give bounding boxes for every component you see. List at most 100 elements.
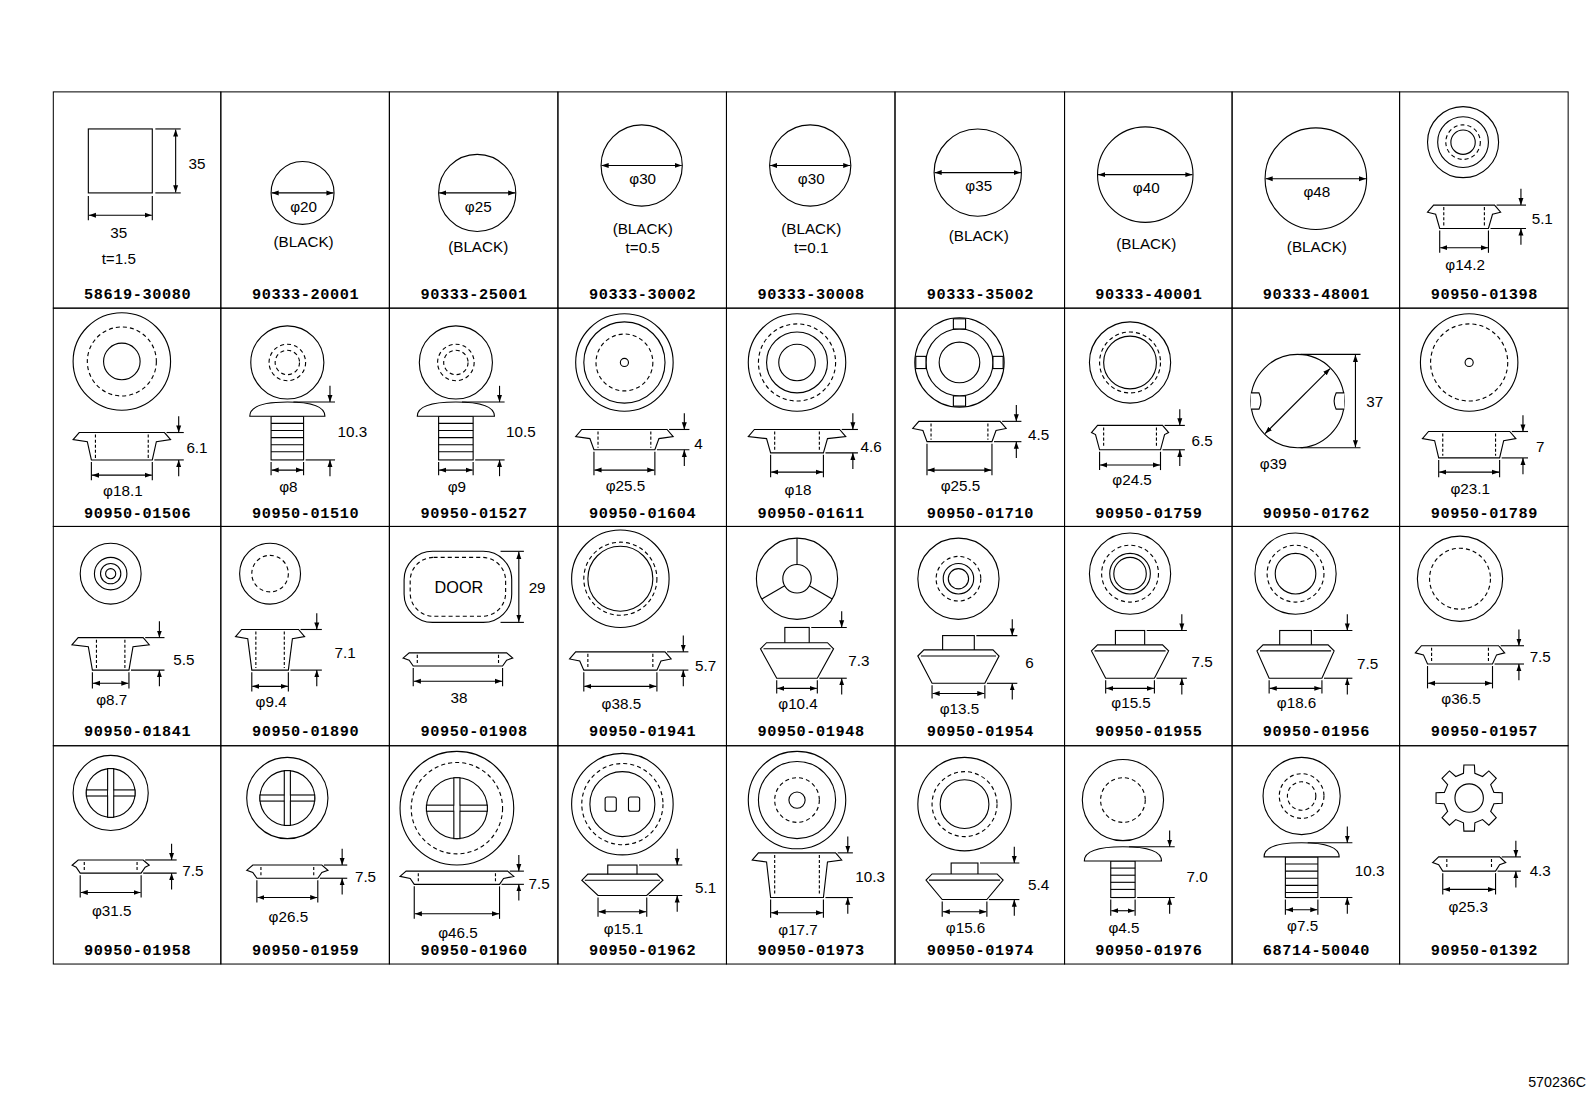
dimension-label: 7.5 <box>182 863 203 878</box>
extension-line <box>152 462 153 480</box>
outline-circle <box>94 557 126 589</box>
hidden-line <box>84 862 85 871</box>
rib-line <box>439 437 474 438</box>
extension-line <box>154 459 183 460</box>
rib-line <box>271 423 303 424</box>
outline-circle <box>411 762 502 853</box>
outline-circle <box>73 313 170 410</box>
part-drawing <box>1255 533 1352 694</box>
extension-line <box>984 685 985 698</box>
dimension-arrow <box>1181 678 1182 694</box>
hidden-line <box>495 873 496 882</box>
dimension-label: φ30 <box>798 171 825 186</box>
outline-circle <box>419 326 492 399</box>
extension-line <box>817 680 818 693</box>
dimension-label: φ24.5 <box>1112 472 1152 487</box>
part-drawing <box>1251 354 1361 447</box>
extension-line <box>980 862 1019 863</box>
oval-plug <box>404 551 512 622</box>
dimension-label: 5.1 <box>695 880 716 895</box>
outline-circle <box>939 342 980 383</box>
rib-line <box>439 423 474 424</box>
dimension-label: φ15.1 <box>604 920 644 935</box>
dimension-arrow <box>1347 614 1348 630</box>
part-cell: 4φ25.590950-01604 <box>557 308 727 527</box>
part-cell: φ30(BLACK)t=0.590333-30002 <box>557 91 727 308</box>
dimension-label: φ17.7 <box>778 921 818 936</box>
dimension-label: 37 <box>1366 393 1383 408</box>
part-cell: φ25(BLACK)90333-25001 <box>389 91 559 308</box>
dimension-arrow <box>847 898 848 914</box>
rib-line <box>271 451 303 452</box>
dimension-label: φ9.4 <box>256 694 287 709</box>
dimension-label: φ40 <box>1133 180 1160 195</box>
hidden-line <box>498 655 499 664</box>
hidden-line <box>124 640 125 668</box>
part-drawing <box>247 757 348 902</box>
dimension-label: t=1.5 <box>102 251 136 266</box>
part-number: 90950-01960 <box>421 944 528 959</box>
side-view <box>403 653 513 666</box>
hidden-line <box>652 654 653 668</box>
dimension-arrow <box>841 678 842 694</box>
outline-circle <box>438 344 475 381</box>
oval-plug-inner <box>410 557 505 616</box>
part-cell: 10.3φ7.568714-50040 <box>1232 745 1401 964</box>
part-cell: 5.7φ38.590950-01941 <box>557 526 727 746</box>
flange-line <box>1260 650 1331 651</box>
dimension-arrow <box>175 129 176 192</box>
part-number: 90950-01954 <box>927 724 1034 739</box>
outline-circle <box>915 318 1004 407</box>
outline-circle <box>936 556 981 601</box>
dimension-arrow <box>415 913 499 914</box>
dimension-label: 10.3 <box>1355 863 1385 878</box>
hidden-line <box>313 867 314 876</box>
part-number: 90950-01392 <box>1431 944 1538 959</box>
part-number: 90950-01958 <box>84 944 191 959</box>
outline-circle <box>275 350 299 374</box>
tab <box>628 797 639 811</box>
outline-circle <box>1465 358 1473 366</box>
part-number: 90950-01890 <box>252 724 359 739</box>
rib-line <box>1285 885 1317 886</box>
part-number: 90950-01974 <box>927 944 1034 959</box>
dimension-label: t=0.5 <box>626 240 660 255</box>
extension-line <box>301 629 322 630</box>
dimension-label: 10.5 <box>506 424 536 439</box>
dimension-label: 10.3 <box>337 424 367 439</box>
dimension-label: (BLACK) <box>949 228 1009 243</box>
side-view <box>576 429 673 449</box>
extension-line <box>1308 842 1353 843</box>
outline-circle <box>1279 774 1324 819</box>
dimension-arrow <box>89 215 152 216</box>
extension-line <box>842 429 858 430</box>
outline-circle <box>101 563 121 583</box>
dimension-arrow <box>1518 629 1519 645</box>
dimension-arrow <box>1522 458 1523 474</box>
part-cell: 6φ13.590950-01954 <box>894 526 1065 746</box>
extension-line <box>1438 460 1439 477</box>
part-cell: 7.5φ31.590950-01958 <box>53 745 222 964</box>
dimension-arrow <box>499 386 500 402</box>
dimension-arrow <box>1355 355 1356 447</box>
part-cell: 7.5φ15.590950-01955 <box>1064 526 1233 746</box>
dimension-label: 5.7 <box>695 657 716 672</box>
part-cell: 10.5φ990950-01527 <box>389 308 559 527</box>
hidden-line <box>987 423 988 439</box>
hidden-line <box>260 867 261 876</box>
pad-square <box>88 129 152 193</box>
extension-line <box>656 672 657 691</box>
part-drawing <box>748 751 853 918</box>
hidden-line <box>148 435 149 458</box>
part-drawing <box>1420 314 1528 477</box>
extension-line <box>251 672 252 691</box>
outline-circle <box>758 761 835 838</box>
part-number: 90950-01948 <box>758 724 865 739</box>
outline-circle <box>1446 125 1481 160</box>
part-number: 90950-01611 <box>758 507 865 522</box>
extension-line <box>639 864 682 865</box>
dimension-arrow <box>1016 405 1017 421</box>
hidden-line <box>1103 427 1104 447</box>
part-drawing <box>88 129 180 220</box>
extension-line <box>823 455 824 477</box>
